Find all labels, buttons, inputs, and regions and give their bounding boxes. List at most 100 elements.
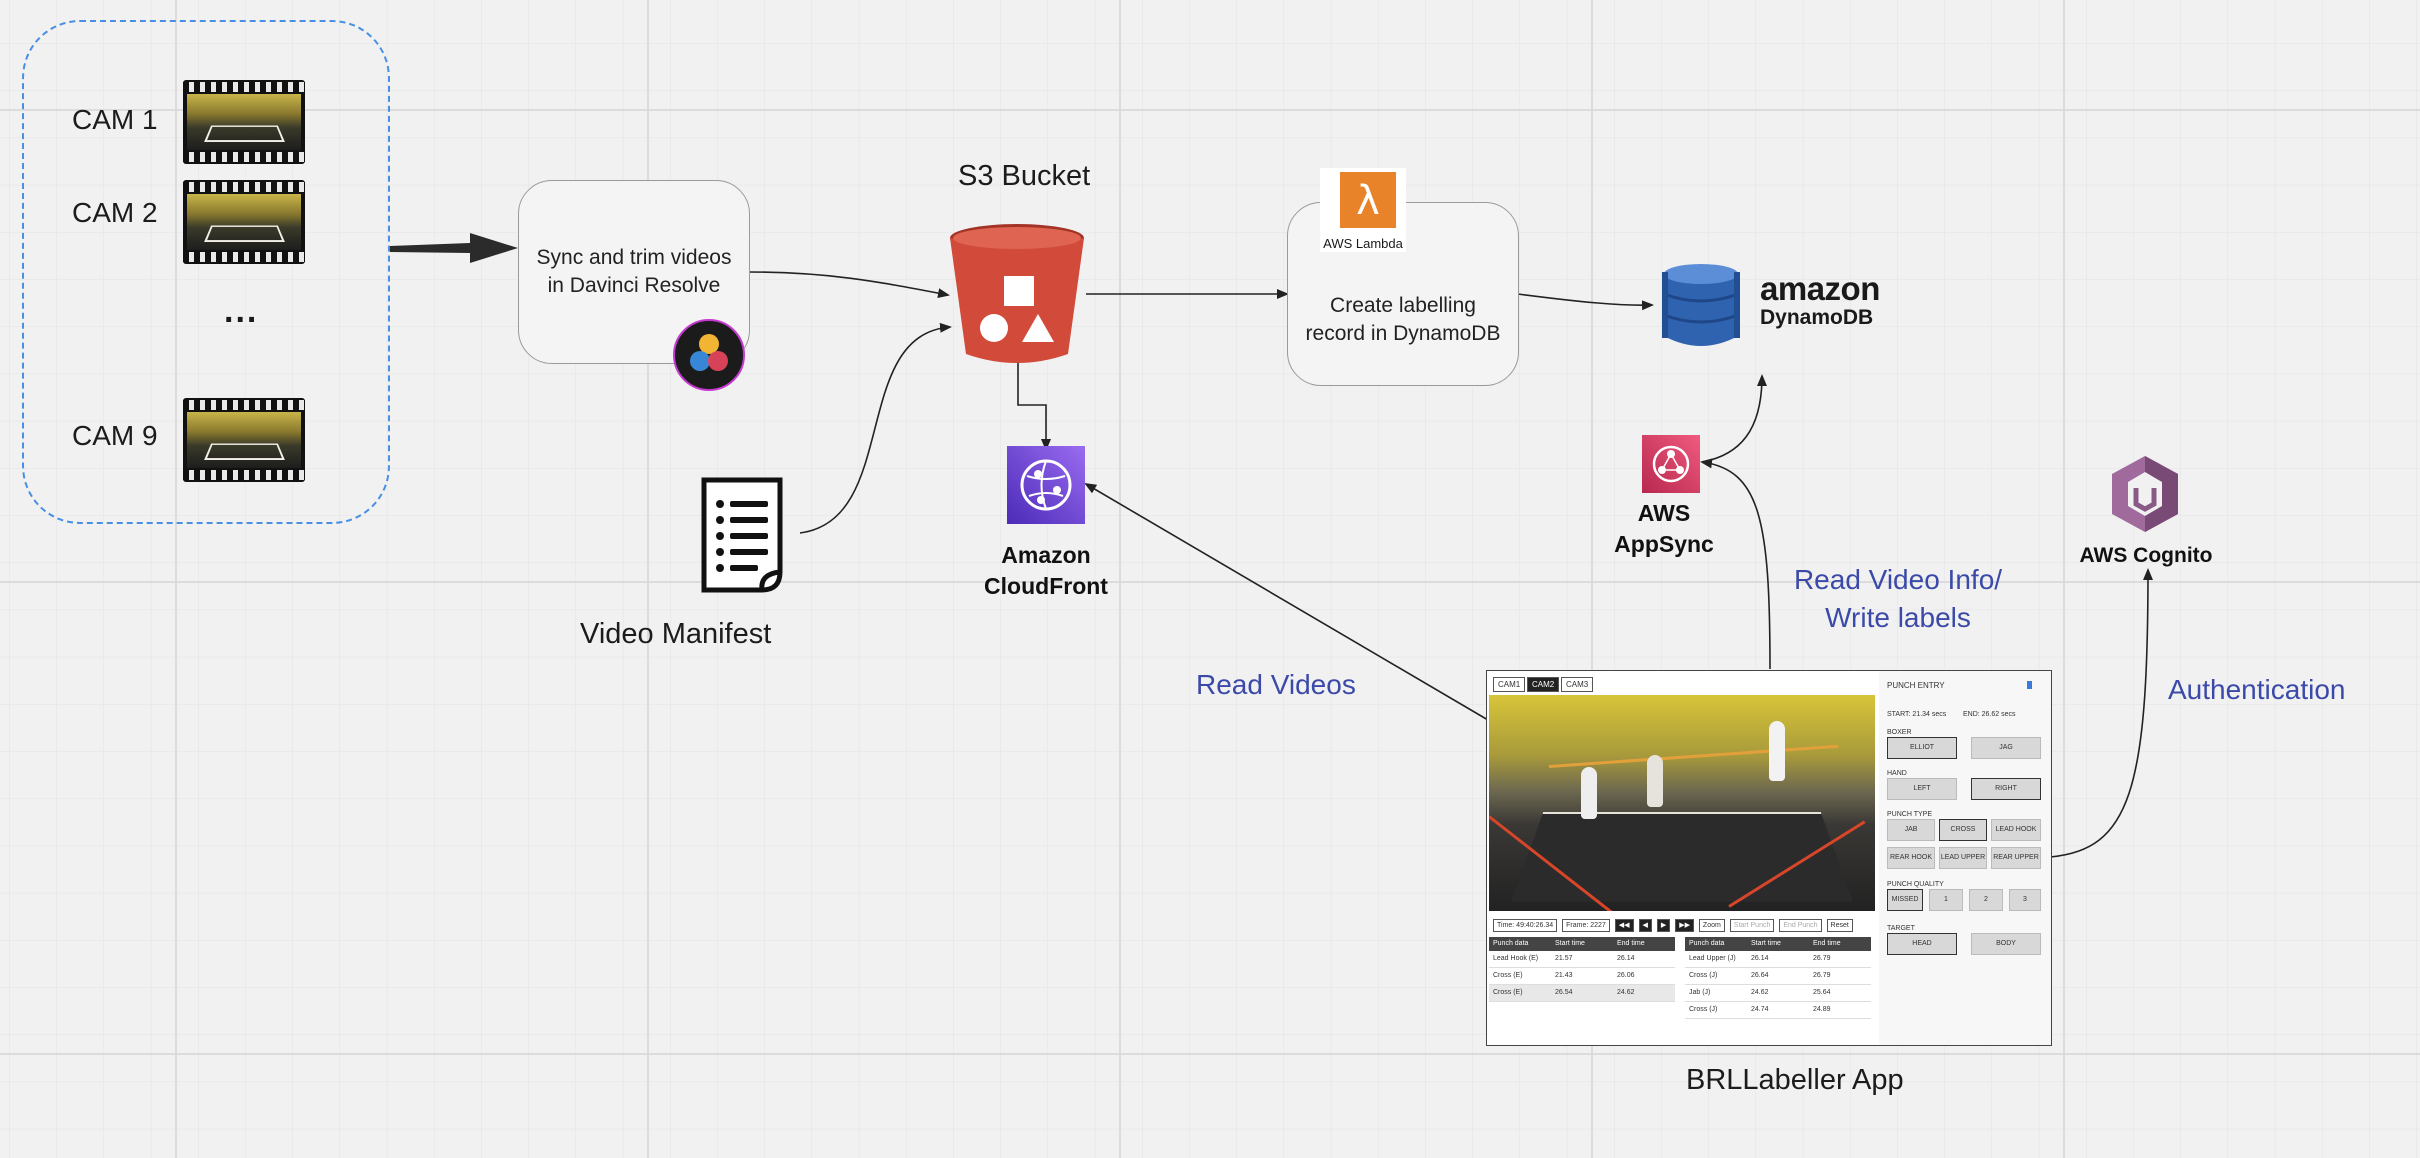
quality-missed-button[interactable]: MISSED xyxy=(1887,889,1923,911)
panel-end-time: END: 26.62 secs xyxy=(1963,711,2016,718)
app-zoom-button[interactable]: Zoom xyxy=(1698,919,1725,932)
quality-1-button[interactable]: 1 xyxy=(1929,889,1963,911)
brllabeller-app-screenshot: CAM1 CAM2 CAM3 Time: 49:40:26.34 Frame: … xyxy=(1486,670,2052,1046)
app-video-frame xyxy=(1489,695,1875,911)
lambda-badge: λ AWS Lambda xyxy=(1320,168,1406,252)
table-row[interactable]: Cross (J) 26.64 26.79 xyxy=(1685,968,1871,985)
app-cam1-button[interactable]: CAM1 xyxy=(1493,677,1526,692)
table-cell: 21.43 xyxy=(1555,972,1573,979)
quality-2-button[interactable]: 2 xyxy=(1969,889,2003,911)
app-cam2-button[interactable]: CAM2 xyxy=(1527,677,1560,692)
app-step-forward-icon[interactable]: ▶▶ xyxy=(1675,919,1694,932)
boxer-jag-button[interactable]: JAG xyxy=(1971,737,2041,759)
lambda-badge-text: AWS Lambda xyxy=(1323,236,1403,251)
table-cell: 24.89 xyxy=(1813,1006,1831,1013)
edge-app-to-cognito xyxy=(2049,568,2153,858)
app-table-left: Punch data Start time End time Lead Hook (… xyxy=(1489,937,1675,1002)
edge-appsync-to-dynamodb xyxy=(1701,374,1767,463)
app-reset-button[interactable]: Reset xyxy=(1826,919,1853,932)
table-cell: Cross (J) xyxy=(1689,972,1718,979)
app-cam3-button[interactable]: CAM3 xyxy=(1561,677,1594,692)
appsync-label-line2: AppSync xyxy=(1614,531,1714,557)
edge-sync-to-s3 xyxy=(747,271,950,299)
hand-left-button[interactable]: LEFT xyxy=(1887,778,1957,800)
edge-app-to-appsync xyxy=(1700,458,1771,670)
table-cell: Cross (J) xyxy=(1689,1006,1718,1013)
table-cell: 26.14 xyxy=(1617,955,1635,962)
table-row[interactable]: Lead Hook (E) 21.57 26.14 xyxy=(1489,951,1675,968)
hand-right-button[interactable]: RIGHT xyxy=(1971,778,2041,800)
table-header: Start time xyxy=(1751,940,1781,947)
table-row[interactable]: Cross (J) 24.74 24.89 xyxy=(1685,1002,1871,1019)
table-header: Punch data xyxy=(1493,940,1529,947)
table-cell: 26.14 xyxy=(1751,955,1769,962)
cloudfront-label: Amazon CloudFront xyxy=(970,540,1122,602)
table-cell: Lead Upper (J) xyxy=(1689,955,1736,962)
app-video-boxer xyxy=(1581,767,1597,819)
table-cell: 24.62 xyxy=(1617,989,1635,996)
panel-boxer-label: BOXER xyxy=(1887,729,1912,736)
read-info-label: Read Video Info/ Write labels xyxy=(1780,561,2016,637)
panel-hand-label: HAND xyxy=(1887,770,1907,777)
panel-quality-label: PUNCH QUALITY xyxy=(1887,881,1944,888)
appsync-label-line1: AWS xyxy=(1637,500,1691,526)
davinci-resolve-icon xyxy=(673,319,745,391)
camera-group xyxy=(22,20,390,524)
target-head-button[interactable]: HEAD xyxy=(1887,933,1957,955)
app-step-back-icon[interactable]: ◀ xyxy=(1638,919,1652,932)
type-lead-upper-button[interactable]: LEAD UPPER xyxy=(1939,847,1987,869)
app-frame-field[interactable]: Frame: 2227 xyxy=(1562,919,1610,932)
app-rewind-icon[interactable]: ◀◀ xyxy=(1614,919,1634,932)
cloudfront-icon xyxy=(1007,446,1085,524)
cam1-video-icon xyxy=(183,80,305,164)
appsync-icon xyxy=(1642,435,1700,493)
table-header: Start time xyxy=(1555,940,1585,947)
panel-header: PUNCH ENTRY xyxy=(1887,681,1945,690)
cognito-label: AWS Cognito xyxy=(2079,544,2213,567)
table-cell: Cross (E) xyxy=(1493,989,1523,996)
cam1-label: CAM 1 xyxy=(72,104,158,135)
type-cross-button[interactable]: CROSS xyxy=(1939,819,1987,841)
panel-target-label: TARGET xyxy=(1887,925,1915,932)
cloudfront-label-line2: CloudFront xyxy=(984,573,1108,599)
table-cell: Lead Hook (E) xyxy=(1493,955,1539,962)
table-cell: 24.74 xyxy=(1751,1006,1769,1013)
app-start-punch-button[interactable]: Start Punch xyxy=(1729,919,1775,932)
app-time-field[interactable]: Time: 49:40:26.34 xyxy=(1493,919,1558,932)
panel-indicator-icon xyxy=(2027,681,2032,689)
edge-lambda-to-dynamodb xyxy=(1517,293,1654,311)
boxer-elliot-button[interactable]: ELLIOT xyxy=(1887,737,1957,759)
app-play-icon[interactable]: ▶ xyxy=(1656,919,1671,932)
type-jab-button[interactable]: JAB xyxy=(1887,819,1935,841)
cloudfront-label-line1: Amazon xyxy=(1001,542,1091,568)
table-cell: 26.06 xyxy=(1617,972,1635,979)
sync-text-line2: in Davinci Resolve xyxy=(547,274,721,297)
type-rear-hook-button[interactable]: REAR HOOK xyxy=(1887,847,1935,869)
table-cell: Jab (J) xyxy=(1689,989,1711,996)
app-end-punch-button[interactable]: End Punch xyxy=(1779,919,1822,932)
app-title: BRLLabeller App xyxy=(1686,1064,1904,1096)
manifest-title: Video Manifest xyxy=(580,618,772,650)
s3-bucket-icon xyxy=(950,224,1084,363)
table-cell: 26.79 xyxy=(1813,972,1831,979)
table-header: End time xyxy=(1813,940,1841,947)
quality-3-button[interactable]: 3 xyxy=(2009,889,2041,911)
app-playback-controls: Time: 49:40:26.34 Frame: 2227 ◀◀ ◀ ▶ ▶▶ … xyxy=(1493,919,1873,933)
table-cell: 21.57 xyxy=(1555,955,1573,962)
type-lead-hook-button[interactable]: LEAD HOOK xyxy=(1991,819,2041,841)
table-cell: 26.64 xyxy=(1751,972,1769,979)
authentication-label: Authentication xyxy=(2168,674,2346,705)
ellipsis: ... xyxy=(224,292,259,330)
edge-cameras-to-sync xyxy=(390,233,518,263)
app-video-rope xyxy=(1548,744,1839,768)
table-header: End time xyxy=(1617,940,1645,947)
type-rear-upper-button[interactable]: REAR UPPER xyxy=(1991,847,2041,869)
lambda-box: Create labelling record in DynamoDB xyxy=(1287,202,1519,386)
target-body-button[interactable]: BODY xyxy=(1971,933,2041,955)
